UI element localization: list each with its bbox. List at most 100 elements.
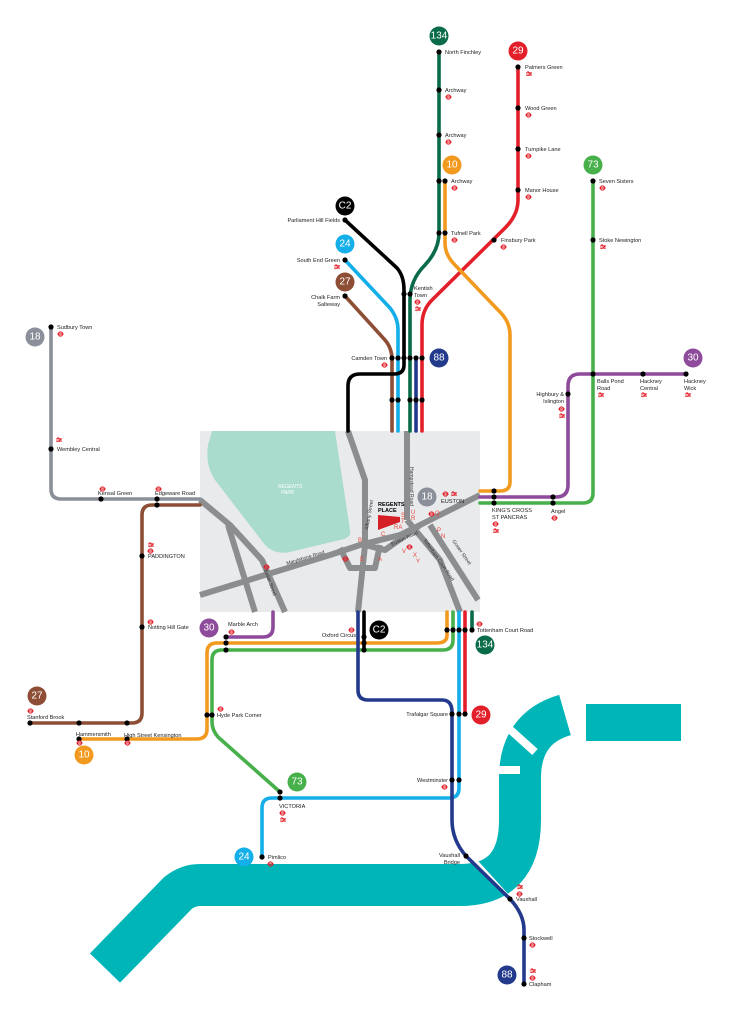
station-tufnell-park: Tufnell Park (451, 231, 481, 237)
regents-place-landmark (378, 515, 400, 530)
rail-icon (147, 542, 155, 548)
station-victoria: VICTORIA (279, 804, 306, 810)
station-highbury-islington: Highbury & (536, 392, 564, 398)
tube-icon (348, 627, 355, 633)
rail-icon (684, 392, 692, 398)
route-88-line-south (356, 610, 526, 986)
svg-text:B: B (358, 538, 362, 544)
station-clapham: Clapham (529, 982, 552, 988)
rail-icon (640, 392, 648, 398)
route-badge-C2: C2 (335, 196, 355, 216)
svg-text:C2: C2 (339, 201, 352, 212)
tube-icon (476, 621, 483, 627)
svg-text:88: 88 (433, 353, 445, 364)
route-badges: 134 134 29 29 10 10 73 73 C2 C2 24 24 27… (25, 26, 703, 985)
station-notting-hill-gate: Notting Hill Gate (148, 625, 189, 631)
station-stoke-newington: Stoke Newington (599, 238, 641, 244)
route-badge-10-west: 10 (74, 745, 94, 765)
svg-text:A: A (378, 557, 382, 563)
station-turnpike-lane: Turnpike Lane (525, 147, 561, 153)
station-camden-town: Camden Town (351, 356, 387, 362)
station-chalk-farm-2: Salteway (317, 302, 340, 308)
tube-icon (525, 112, 532, 118)
rail-icon (599, 244, 607, 250)
route-C2-line-north (343, 218, 406, 433)
station-trafalgar-square: Trafalgar Square (406, 712, 448, 718)
map-letter-markers: B E A C U R S T RA Q P N V X Y (358, 510, 445, 565)
route-73-line-east (478, 179, 595, 505)
station-finsbury-park: Finsbury Park (501, 238, 536, 244)
rail-icon (525, 71, 533, 77)
route-29-line-north (420, 65, 520, 433)
route-24-line-north (343, 258, 400, 433)
tube-icon (558, 406, 565, 412)
route-24-line-south (260, 610, 461, 859)
tube-icon (147, 619, 154, 625)
tube-icon (279, 810, 286, 816)
station-vauxhall-bridge-2: Bridge (444, 860, 460, 866)
tube-icon (529, 942, 536, 948)
station-parliament-hill-fields: Parliament Hill Fields (287, 218, 340, 224)
tube-icon (228, 629, 235, 635)
tube-icon (599, 185, 606, 191)
station-westminster: Westminster (417, 778, 448, 784)
station-kings-cross-2: ST PANCRAS (492, 515, 527, 521)
station-paddington: PADDINGTON (148, 554, 185, 560)
hampstead-road-label: Hampstead Road (408, 467, 414, 506)
station-vauxhall: Vauxhall (516, 897, 537, 903)
tube-icon (451, 185, 458, 191)
svg-text:30: 30 (687, 353, 699, 364)
route-badge-C2-south: C2 (369, 620, 389, 640)
station-oxford-circus: Oxford Circus (322, 633, 356, 639)
station-hammersmith: Hammersmith (76, 732, 111, 738)
station-manor-house: Manor House (525, 188, 559, 194)
station-wembley-central: Wembley Central (57, 447, 100, 453)
route-badge-88-south: 88 (497, 965, 517, 985)
station-tottenham-court-road: Tottenham Court Road (477, 628, 533, 634)
station-kentish-town: Kentish (414, 286, 433, 292)
svg-text:RA: RA (394, 525, 402, 531)
tube-icon (217, 706, 224, 712)
regents-park-label: REGENTS (278, 484, 303, 490)
tube-icon (445, 139, 452, 145)
station-chalk-farm: Chalk Farm (311, 295, 340, 301)
station-hackney-wick-2: Wick (684, 386, 696, 392)
rail-icon (492, 528, 500, 534)
station-stockwell: Stockwell (529, 936, 553, 942)
svg-text:S: S (401, 513, 405, 519)
rail-icon (279, 817, 287, 823)
stop-dots (27, 49, 689, 987)
svg-text:C2: C2 (373, 625, 386, 636)
station-kentish-town-2: Town (414, 293, 427, 299)
river-thames (89, 694, 681, 983)
route-30-line-west (224, 610, 275, 639)
route-badge-24: 24 (335, 234, 355, 254)
svg-text:134: 134 (477, 640, 494, 651)
route-73-line-south (210, 610, 455, 794)
station-marble-arch: Marble Arch (228, 622, 258, 628)
svg-text:U: U (411, 510, 415, 516)
svg-text:134: 134 (431, 31, 448, 42)
route-badge-88: 88 (429, 348, 449, 368)
station-archway-2: Archway (445, 133, 467, 139)
rail-icon (529, 968, 537, 974)
svg-text:24: 24 (238, 852, 250, 863)
rail-icon (558, 413, 566, 419)
route-badge-18-map: 18 (417, 487, 437, 507)
rail-icon (597, 392, 605, 398)
station-edgeware-road: Edgeware Road (155, 491, 195, 497)
station-wood-green: Wood Green (525, 106, 557, 112)
station-hyde-park-corner: Hyde Park Corner (217, 713, 262, 719)
route-badge-29: 29 (508, 41, 528, 61)
svg-text:88: 88 (501, 970, 513, 981)
station-hackney-wick: Hackney (684, 379, 706, 385)
svg-text:Q: Q (435, 511, 440, 517)
svg-text:27: 27 (31, 691, 43, 702)
tube-icon (529, 975, 536, 981)
tube-icon (27, 708, 34, 714)
svg-text:R: R (411, 516, 416, 522)
tube-icon (445, 94, 452, 100)
svg-text:X: X (413, 553, 417, 559)
svg-text:29: 29 (475, 710, 487, 721)
route-badge-73: 73 (583, 155, 603, 175)
